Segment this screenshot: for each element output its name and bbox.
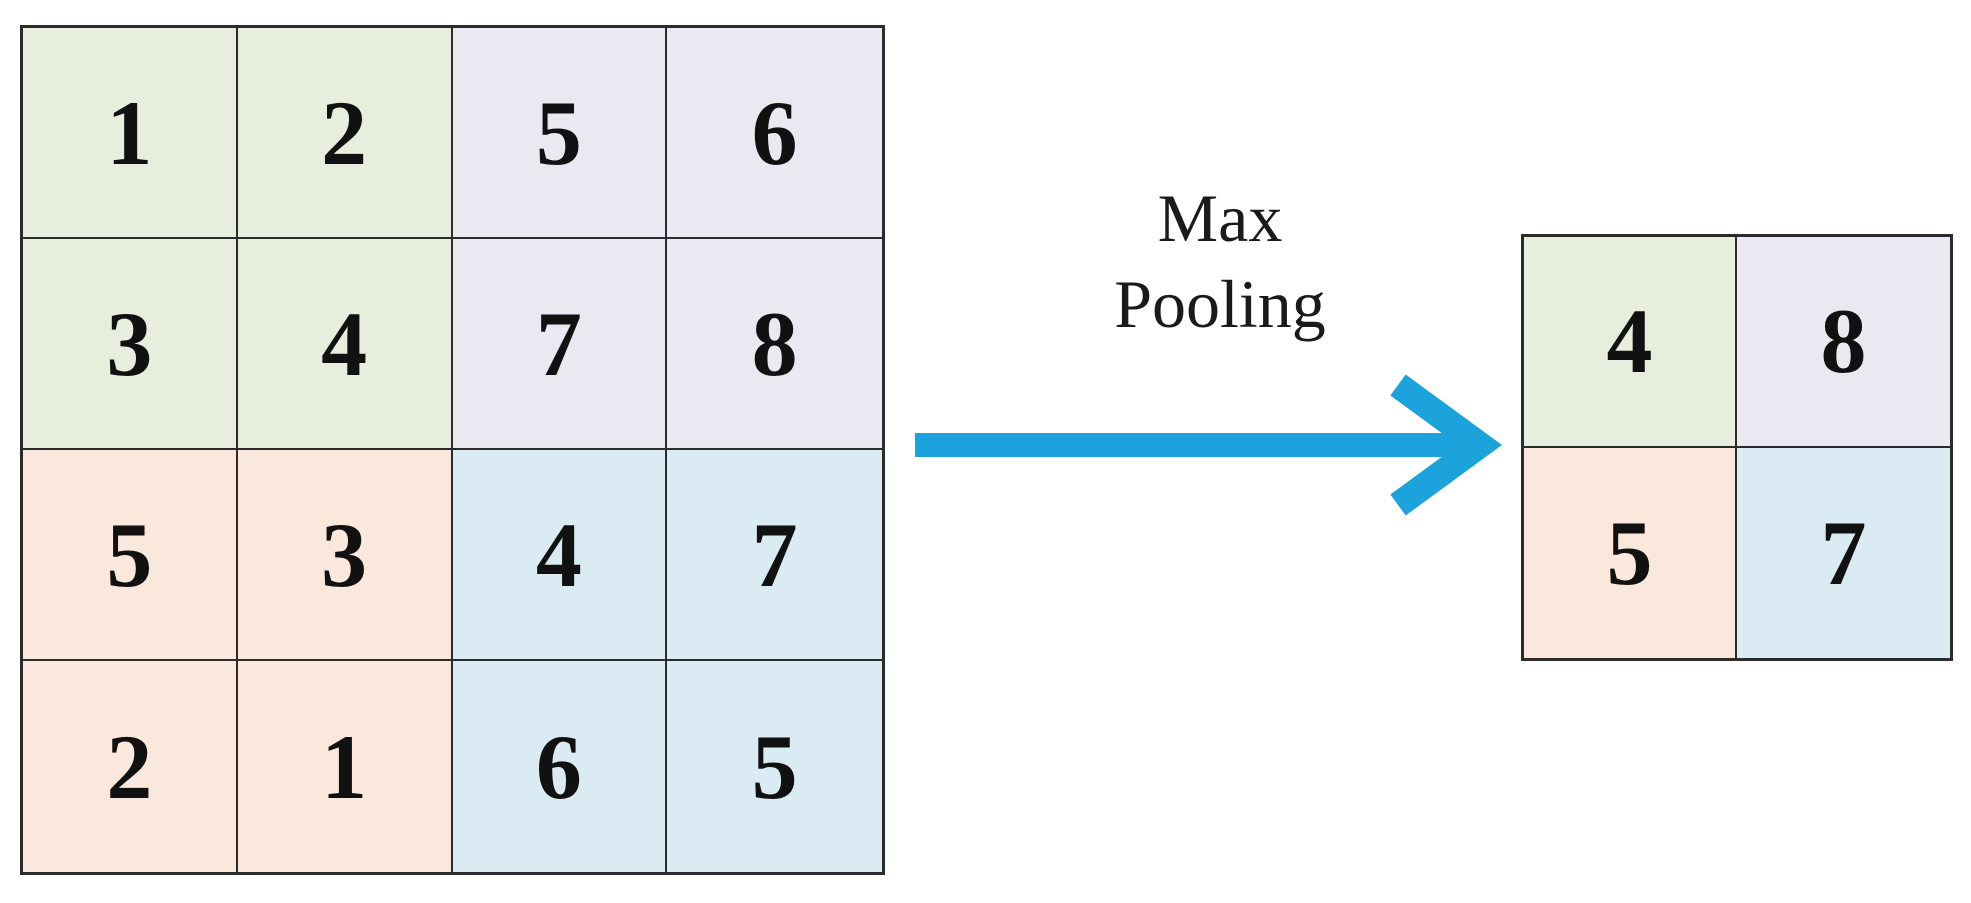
- input-cell: 5: [23, 450, 238, 661]
- input-cell: 7: [452, 239, 668, 450]
- operation-label: Max Pooling: [1010, 175, 1430, 347]
- input-cell: 3: [23, 239, 238, 450]
- input-feature-map: 1 2 5 6 3 4 7 8 5 3 4 7 2 1 6 5: [20, 25, 885, 875]
- output-cell: 8: [1737, 237, 1950, 448]
- input-cell: 4: [237, 239, 453, 450]
- input-cell: 2: [237, 28, 453, 239]
- operation-label-line1: Max: [1157, 180, 1283, 256]
- input-cell: 3: [237, 450, 453, 661]
- input-cell: 1: [237, 661, 453, 872]
- input-cell: 1: [23, 28, 238, 239]
- input-cell: 6: [452, 661, 668, 872]
- input-cell: 5: [667, 661, 882, 872]
- input-cell: 2: [23, 661, 238, 872]
- input-cell: 8: [667, 239, 882, 450]
- input-cell: 4: [452, 450, 668, 661]
- pooled-output-map: 4 8 5 7: [1521, 234, 1953, 661]
- output-cell: 7: [1737, 447, 1950, 658]
- input-cell: 7: [667, 450, 882, 661]
- input-cell: 5: [452, 28, 668, 239]
- arrow-right-icon: [915, 374, 1503, 516]
- input-cell: 6: [667, 28, 882, 239]
- output-cell: 5: [1524, 447, 1737, 658]
- arrow-head: [1390, 374, 1503, 516]
- operation-label-line2: Pooling: [1114, 266, 1326, 342]
- output-cell: 4: [1524, 237, 1737, 448]
